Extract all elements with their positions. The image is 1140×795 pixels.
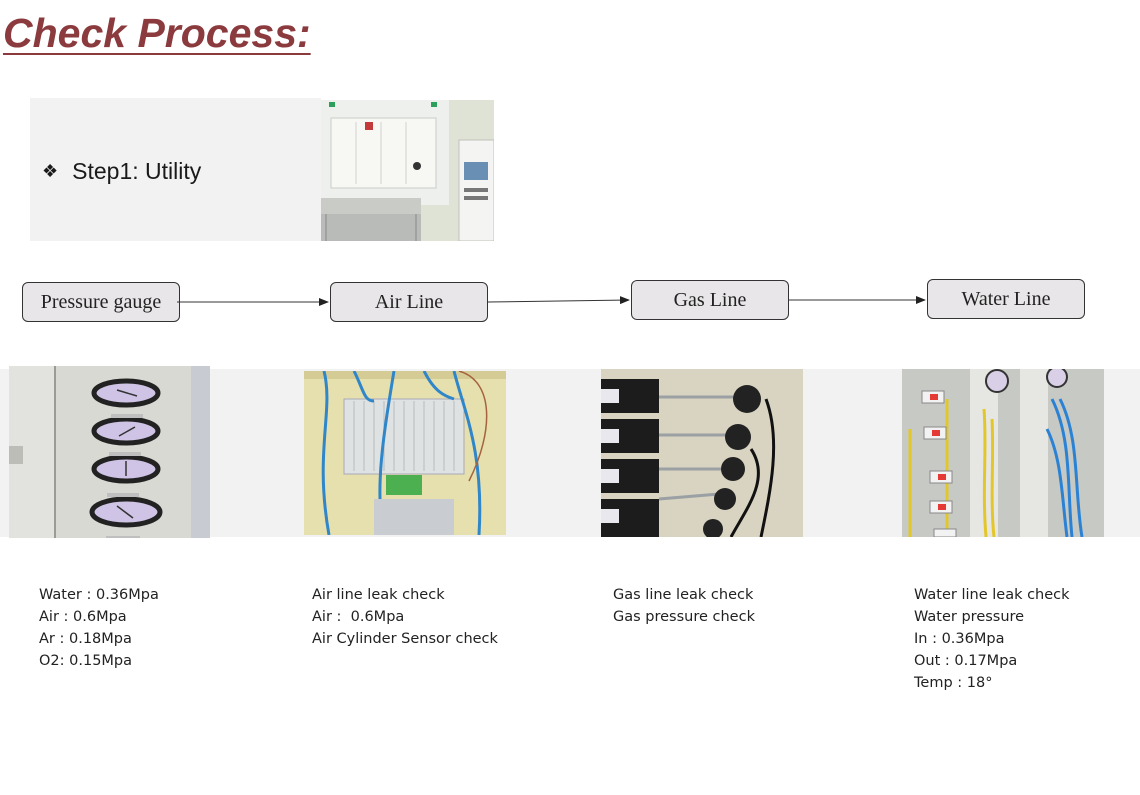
note-line: Out : 0.17Mpa bbox=[914, 653, 1018, 669]
flow-node-water-line: Water Line bbox=[927, 279, 1085, 319]
note-line: Water : 0.36Mpa bbox=[39, 587, 159, 603]
note-line: Air line leak check bbox=[312, 587, 445, 603]
gas-line-photo bbox=[601, 369, 803, 537]
note-line: Air : 0.6Mpa bbox=[39, 609, 127, 625]
flow-node-gas-line: Gas Line bbox=[631, 280, 789, 320]
note-line: Water line leak check bbox=[914, 587, 1070, 603]
note-line: Water pressure bbox=[914, 609, 1025, 625]
water-line-photo bbox=[902, 369, 1104, 537]
notes-pressure-gauge: Water : 0.36Mpa Air : 0.6Mpa Ar : 0.18Mp… bbox=[39, 584, 159, 672]
diamond-bullet-icon: ❖ bbox=[42, 161, 59, 181]
pressure-gauge-photo bbox=[9, 366, 210, 538]
note-line: Air : 0.6Mpa bbox=[312, 609, 405, 625]
page-title: Check Process: bbox=[3, 10, 311, 56]
note-line: In : 0.36Mpa bbox=[914, 631, 1005, 647]
note-line: Air Cylinder Sensor check bbox=[312, 631, 498, 647]
arrow-air-to-gas bbox=[487, 296, 630, 305]
note-line: Ar : 0.18Mpa bbox=[39, 631, 132, 647]
notes-air-line: Air line leak check Air : 0.6Mpa Air Cyl… bbox=[312, 584, 498, 650]
note-line: Gas pressure check bbox=[613, 609, 755, 625]
flow-node-air-line: Air Line bbox=[330, 282, 488, 322]
notes-gas-line: Gas line leak check Gas pressure check bbox=[613, 584, 755, 628]
step-title: Step1: Utility bbox=[72, 158, 202, 184]
note-line: Temp : 18° bbox=[914, 675, 993, 691]
flow-node-pressure-gauge: Pressure gauge bbox=[22, 282, 180, 322]
air-line-photo bbox=[304, 371, 506, 535]
notes-water-line: Water line leak check Water pressure In … bbox=[914, 584, 1070, 694]
note-line: O2: 0.15Mpa bbox=[39, 653, 133, 669]
equipment-chamber-photo bbox=[321, 100, 494, 241]
note-line: Gas line leak check bbox=[613, 587, 754, 603]
step-banner bbox=[30, 98, 321, 241]
step-label: ❖ Step1: Utility bbox=[42, 158, 201, 185]
